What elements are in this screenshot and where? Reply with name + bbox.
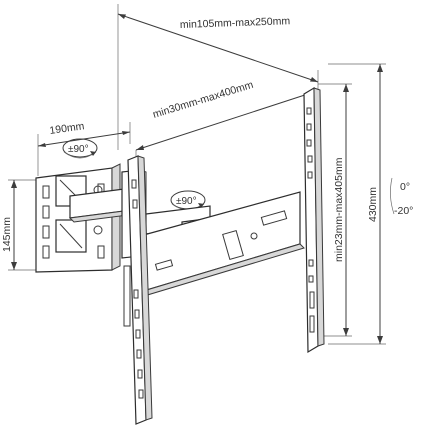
arm-extension-dimension: min105mm-max250mm: [117, 4, 319, 150]
wall-plate-height-label: 145mm: [1, 217, 13, 252]
right-vertical-bracket: [303, 86, 325, 354]
horizontal-vesa-label: min30mm-max400mm: [151, 79, 255, 121]
arm-swivel-label: ±90°: [176, 196, 197, 207]
vertical-vesa-dimension: min23mm-max405mm: [318, 83, 352, 337]
wall-plate-width-label: 190mm: [49, 120, 86, 137]
horizontal-rail: [139, 191, 305, 297]
bracket-height-label: 430mm: [367, 187, 379, 222]
arm-extension-label: min105mm-max250mm: [180, 15, 291, 31]
horizontal-vesa-dimension: min30mm-max400mm: [135, 79, 315, 160]
tilt-indicator: 0° -20°: [390, 177, 413, 217]
left-vertical-bracket: [123, 155, 153, 425]
wall-swivel-label: ±90°: [68, 144, 89, 155]
wall-swivel-badge: ±90°: [62, 138, 98, 159]
wall-plate-height-dimension: 145mm: [1, 179, 40, 271]
bracket-height-dimension: 430mm: [328, 63, 386, 345]
tilt-up-label: 0°: [400, 181, 410, 193]
vertical-vesa-label: min23mm-max405mm: [333, 157, 345, 262]
tilt-down-label: -20°: [394, 205, 413, 217]
